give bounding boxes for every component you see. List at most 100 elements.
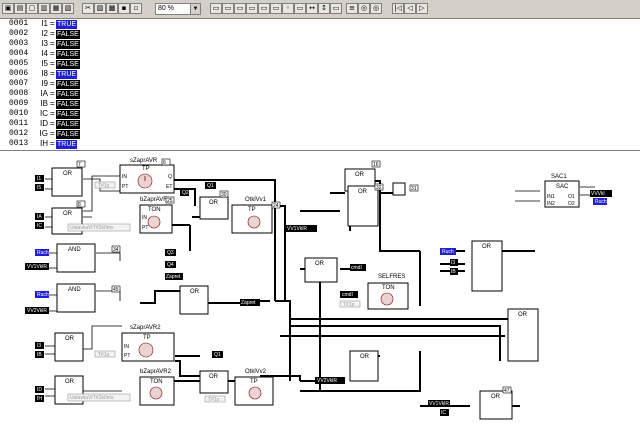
variable-value[interactable]: FALSE (56, 120, 80, 129)
and-block-45[interactable]: AND 45 (56, 283, 121, 313)
or-block-28[interactable]: OR (507, 308, 539, 362)
cut-icon[interactable]: ✂ (82, 3, 94, 14)
variable-value[interactable]: FALSE (56, 100, 80, 109)
tag-i1[interactable]: I1 (35, 175, 44, 182)
tag-i5[interactable]: I5 (35, 184, 44, 191)
split-icon[interactable]: ↕ (318, 3, 330, 14)
tag-q1b[interactable]: Q1 (212, 351, 223, 358)
print-icon[interactable]: ▥ (38, 3, 50, 14)
tag-i-lower[interactable]: IC (440, 409, 449, 416)
wire-icon[interactable]: ↔ (306, 3, 318, 14)
tag-vv1[interactable]: VV1VklR (25, 263, 49, 270)
or-block-41[interactable]: OR (471, 240, 503, 292)
tag-zapret[interactable]: Zapret (165, 273, 183, 280)
tag-ib2[interactable]: IB (35, 351, 44, 358)
variable-value[interactable]: FALSE (56, 90, 80, 99)
tag-ruch4[interactable]: Ruch (593, 198, 607, 205)
tag-id[interactable]: ID (35, 386, 44, 393)
tag-tmr2[interactable]: T#1s (339, 300, 361, 308)
variable-value[interactable]: FALSE (56, 60, 80, 69)
variable-value[interactable]: FALSE (56, 130, 80, 139)
tag-ruch1[interactable]: Ruch (35, 249, 49, 256)
connect-icon[interactable]: ◦ (282, 3, 294, 14)
align-top-icon[interactable]: ▭ (234, 3, 246, 14)
prev-icon[interactable]: ◁ (404, 3, 416, 14)
tag-tmr1[interactable]: T#1s (94, 181, 116, 189)
open-icon[interactable]: ▣ (2, 3, 14, 14)
tp-block-otklvv2[interactable]: OtklVv2 TP (234, 369, 274, 406)
tag-ia[interactable]: IA (35, 213, 44, 220)
tag-cmd[interactable]: cmdI (350, 264, 366, 271)
tag-ib[interactable]: IB (450, 268, 458, 275)
tag-ih[interactable]: IH (35, 395, 44, 402)
tag-tmr4[interactable]: T#1s (204, 395, 226, 403)
page-icon[interactable]: ▦ (50, 3, 62, 14)
variable-value[interactable]: TRUE (56, 70, 78, 79)
tag-q1[interactable]: Q1 (205, 182, 216, 189)
tp-block-otklvv1[interactable]: OtklVv1 TP 24 (231, 197, 281, 234)
list-icon[interactable]: ≡ (346, 3, 358, 14)
tag-i3[interactable]: I3 (450, 259, 458, 266)
variable-value[interactable]: FALSE (56, 40, 80, 49)
paste-icon[interactable]: ▩ (106, 3, 118, 14)
doc-icon[interactable]: ▧ (62, 3, 74, 14)
align-bottom-icon[interactable]: ▭ (246, 3, 258, 14)
or-block-lower-1[interactable]: OR (54, 332, 84, 362)
tag-vvs[interactable]: VVVkl (590, 190, 612, 197)
align-left-icon[interactable]: ▭ (210, 3, 222, 14)
or-block-lower-4[interactable]: OR (349, 350, 379, 382)
tag-vv-lower[interactable]: VV1VklR (428, 400, 450, 407)
new-icon[interactable]: ▢ (26, 3, 38, 14)
stop-icon[interactable]: ◎ (370, 3, 382, 14)
variable-value[interactable]: TRUE (56, 20, 78, 29)
tag-ustavka1[interactable]: UstavkaVrT#3s0ms (67, 223, 131, 232)
first-icon[interactable]: |◁ (392, 3, 404, 14)
center-icon[interactable]: ▭ (258, 3, 270, 14)
tag-ruch3[interactable]: Ruch (440, 248, 456, 255)
variable-value[interactable]: FALSE (56, 30, 80, 39)
tag-tmr3[interactable]: T#1s (94, 350, 116, 358)
tag-ic[interactable]: IC (35, 222, 44, 229)
merge-icon[interactable]: ▭ (330, 3, 342, 14)
properties-icon[interactable]: ▫ (130, 3, 142, 14)
zoom-select[interactable]: 80 %▼ (155, 3, 201, 15)
tag-vv2vkl[interactable]: VV2VklR (315, 377, 345, 384)
variable-value[interactable]: FALSE (56, 110, 80, 119)
ton-block-selfres[interactable]: SELFRES TON (367, 274, 409, 310)
or-block-47[interactable]: OR 47 (479, 386, 513, 420)
variable-value[interactable]: TRUE (56, 140, 78, 149)
next-icon[interactable]: ▷ (416, 3, 428, 14)
tag-vv1vkl[interactable]: VV1VklR (285, 225, 317, 232)
variable-value[interactable]: FALSE (56, 50, 80, 59)
or-block-32[interactable]: OR 32 (347, 183, 384, 227)
tag-q3[interactable]: Q3 (165, 249, 176, 256)
tag-cmd2[interactable]: cmdI (340, 291, 358, 298)
or-block-30[interactable]: OR 30 (199, 190, 229, 220)
tag-zapret2[interactable]: Zapret (240, 299, 260, 306)
or-block-31[interactable]: 31 (392, 182, 419, 196)
save-icon[interactable]: ▤ (14, 3, 26, 14)
or-block-40[interactable]: OR (304, 257, 338, 283)
align-right-icon[interactable]: ▭ (222, 3, 234, 14)
copy-icon[interactable]: ▨ (94, 3, 106, 14)
ton-block-bzapravr2[interactable]: bZaprAVR2 TON (139, 369, 175, 406)
tag-q4[interactable]: Q4 (165, 261, 176, 268)
and-block-34[interactable]: AND 34 (56, 243, 121, 273)
tag-ustavka2[interactable]: UstavkaVrT#3s0ms (67, 393, 131, 402)
tag-i3b[interactable]: I3 (35, 342, 44, 349)
or-block-7[interactable]: OR 7 (51, 160, 86, 197)
find-icon[interactable]: ▪ (118, 3, 130, 14)
